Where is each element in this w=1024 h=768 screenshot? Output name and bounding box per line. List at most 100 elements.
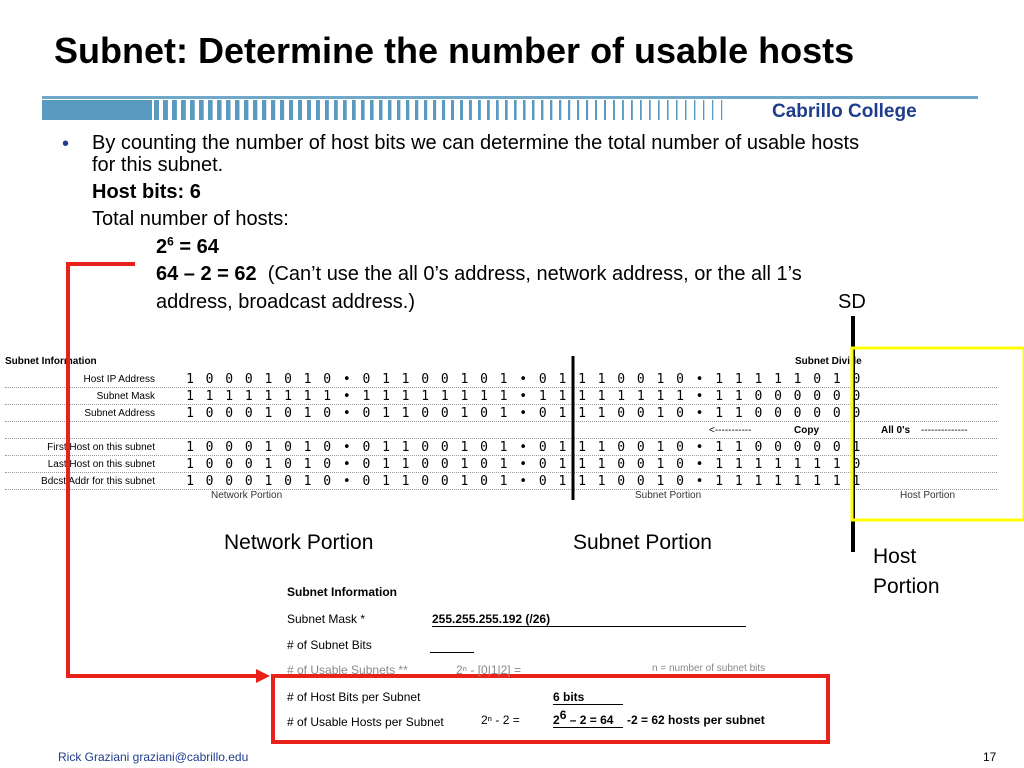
bit-digit: 1 <box>440 389 449 404</box>
bit-digit: 0 <box>617 406 626 421</box>
sd-label: SD <box>838 291 866 313</box>
bit-digit: 1 <box>499 474 508 489</box>
bit-digit: 0 <box>832 440 841 455</box>
bit-digit: 1 <box>676 389 684 404</box>
bit-digit: 1 <box>303 406 312 421</box>
bit-digit: 0 <box>774 406 782 421</box>
bit-digit: 1 <box>264 474 273 489</box>
octet-separator: • <box>695 457 704 472</box>
bit-digit: 0 <box>440 406 449 421</box>
octet-separator: • <box>342 372 351 387</box>
bit-digit: 1 <box>578 372 586 387</box>
bit-digit: 1 <box>832 474 841 489</box>
page-number: 17 <box>983 750 997 764</box>
bit-digit: 0 <box>205 457 214 472</box>
bit-digit: 1 <box>303 372 312 387</box>
bit-digit: 1 <box>382 389 390 404</box>
footer-author: Rick Graziani graziani@cabrillo.edu <box>58 750 249 764</box>
bit-digit: 0 <box>636 440 645 455</box>
bit-digit: 1 <box>578 440 586 455</box>
octet-separator: • <box>519 372 528 387</box>
bit-digit: 1 <box>656 372 665 387</box>
octet-separator: • <box>519 457 528 472</box>
host-bits-text: Host bits: 6 <box>92 181 201 203</box>
bit-digit: 0 <box>852 372 861 387</box>
bit-digit: 1 <box>499 389 508 404</box>
all-zeros-label: All 0's <box>881 425 911 436</box>
bit-digit: 0 <box>205 474 214 489</box>
octet-separator: • <box>695 389 704 404</box>
bit-digit: 1 <box>656 457 665 472</box>
bit-digit: 0 <box>538 474 547 489</box>
bit-digit: 0 <box>813 372 822 387</box>
bit-digit: 0 <box>421 474 430 489</box>
octet-separator: • <box>342 474 351 489</box>
bit-digit: 0 <box>362 440 371 455</box>
bit-digit: 1 <box>734 440 743 455</box>
bit-digit: 0 <box>362 457 371 472</box>
bit-digit: 0 <box>225 440 234 455</box>
copy-dashes: -------------- <box>921 425 968 436</box>
table-row-label: Bdcst Addr for this subnet <box>41 476 155 487</box>
copy-arrow: <----------- <box>709 425 752 436</box>
octet-separator: • <box>342 389 351 404</box>
bit-digit: 1 <box>793 474 802 489</box>
table-footer-host: Host Portion <box>900 490 956 501</box>
table-header-left: Subnet Information <box>5 356 97 367</box>
bit-digit: 0 <box>774 440 782 455</box>
bit-digit: 1 <box>774 474 782 489</box>
table-row-label: Subnet Mask <box>96 391 155 402</box>
bit-digit: 0 <box>676 474 684 489</box>
bit-digit: 1 <box>754 457 763 472</box>
bit-digit: 1 <box>382 406 390 421</box>
octet-separator: • <box>519 474 528 489</box>
bit-digit: 1 <box>460 474 469 489</box>
bit-digit: 0 <box>362 474 371 489</box>
bit-digit: 1 <box>558 406 567 421</box>
bit-digit: 1 <box>303 440 312 455</box>
bit-digit: 0 <box>636 372 645 387</box>
info-usable-hosts-label: # of Usable Hosts per Subnet <box>287 715 444 729</box>
bit-digit: 1 <box>832 457 841 472</box>
bit-digit: 1 <box>558 372 567 387</box>
bit-digit: 1 <box>186 389 194 404</box>
bit-digit: 1 <box>382 474 390 489</box>
bit-digit: 0 <box>480 440 488 455</box>
calc-line: 64 – 2 = 62 (Can’t use the all 0’s addre… <box>156 263 802 285</box>
table-row-divider <box>5 455 997 456</box>
bullet-line-2: for this subnet. <box>92 154 224 176</box>
table-row-label: Host IP Address <box>83 374 155 385</box>
bit-digit: 0 <box>421 440 430 455</box>
bit-digit: 0 <box>284 457 292 472</box>
bit-digit: 1 <box>558 389 567 404</box>
bit-digit: 1 <box>323 389 332 404</box>
bit-digit: 1 <box>578 457 586 472</box>
bit-digit: 1 <box>558 457 567 472</box>
bit-digit: 0 <box>538 440 547 455</box>
bit-digit: 1 <box>460 440 469 455</box>
table-footer-subnet: Subnet Portion <box>635 490 702 501</box>
bit-digit: 1 <box>264 389 273 404</box>
bit-digit: 1 <box>793 372 802 387</box>
bit-digit: 0 <box>362 406 371 421</box>
header-banner <box>42 96 978 120</box>
bit-digit: 0 <box>323 474 332 489</box>
bit-digit: 1 <box>656 406 665 421</box>
bit-digit: 1 <box>303 474 312 489</box>
bit-digit: 1 <box>244 389 253 404</box>
bit-digit: 1 <box>734 372 743 387</box>
bit-digit: 1 <box>832 372 841 387</box>
bit-digit: 0 <box>754 389 763 404</box>
table-header-right: Subnet Divide <box>795 356 862 367</box>
bit-digit: 1 <box>578 389 586 404</box>
bit-digit: 0 <box>832 406 841 421</box>
bit-digit: 1 <box>264 457 273 472</box>
power-equation: 26 = 64 <box>156 234 219 258</box>
table-row-label: Last Host on this subnet <box>47 459 155 470</box>
bit-digit: 1 <box>186 440 194 455</box>
bit-digit: 0 <box>793 389 802 404</box>
table-row-label: First Host on this subnet <box>47 442 155 453</box>
bit-digit: 1 <box>597 474 606 489</box>
bit-digit: 1 <box>303 457 312 472</box>
bit-digit: 1 <box>636 389 645 404</box>
